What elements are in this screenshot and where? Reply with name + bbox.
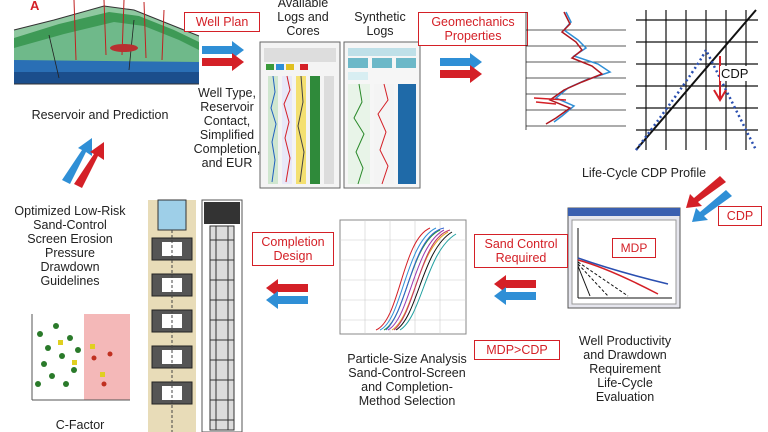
geomechanics-log-plot [525,11,626,130]
arrow-pair-to-particle [494,275,536,305]
particle-size-plot [339,219,467,335]
optimized-guidelines-caption: Optimized Low-Risk Sand-Control Screen E… [14,204,126,288]
reservoir-cross-section [13,0,200,85]
completion-design-label: Completion Design [252,232,334,266]
synthetic-logs-caption: Synthetic Logs [354,10,406,38]
c-factor-caption: C-Factor [55,418,105,432]
completion-screen-right [201,199,243,432]
well-plan-label: Well Plan [184,12,260,32]
mdp-plot-label: MDP [612,238,656,258]
mdp-cdp-label: MDP>CDP [474,340,560,360]
well-productivity-plot [567,207,681,309]
synthetic-logs-panel [343,41,421,189]
available-logs-panel [259,41,341,189]
c-factor-scatter [30,314,130,401]
completion-screen-left [148,199,196,432]
arrow-pair-to-logs [202,41,244,71]
arrow-pair-to-geomech [440,53,482,83]
well-productivity-caption: Well Productivity and Drawdown Requireme… [578,334,672,404]
reservoir-marker-a: A [30,0,40,13]
lifecycle-cdp-caption: Life-Cycle CDP Profile [581,166,707,180]
arrow-pair-to-screens [266,279,308,309]
cdp-plot-label: CDP [720,66,750,81]
geomechanics-label: Geomechanics Properties [418,12,528,46]
cdp-grid-plot [634,9,758,151]
arrow-pair-up [62,138,104,188]
cdp-label: CDP [718,206,762,226]
available-logs-caption: Available Logs and Cores [277,0,329,38]
particle-size-caption: Particle-Size Analysis Sand-Control-Scre… [347,352,467,408]
sand-control-label: Sand Control Required [474,234,568,268]
well-type-caption: Well Type, Reservoir Contact, Simplified… [193,86,261,170]
arrow-pair-down-right [686,176,732,222]
reservoir-caption: Reservoir and Prediction [31,108,169,122]
